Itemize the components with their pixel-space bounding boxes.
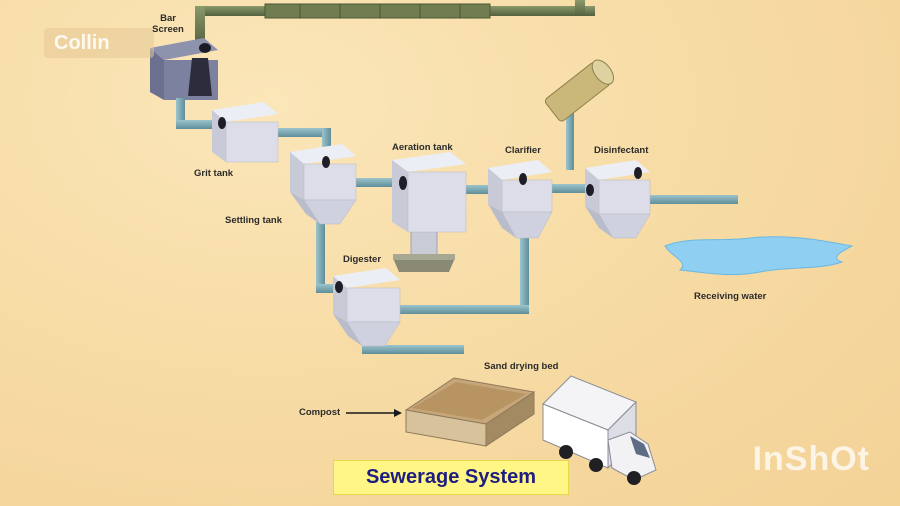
inflow-pipe xyxy=(195,0,595,46)
label-receiving-water: Receiving water xyxy=(694,291,767,302)
receiving-water xyxy=(664,236,854,276)
bar-screen-unit xyxy=(150,38,218,100)
label-settling-tank: Settling tank xyxy=(225,215,283,226)
label-disinfectant: Disinfectant xyxy=(594,145,649,156)
clarifier-tank xyxy=(488,160,553,239)
label-clarifier: Clarifier xyxy=(505,145,541,156)
truck-icon xyxy=(542,375,657,485)
label-sand-drying-bed: Sand drying bed xyxy=(484,361,559,372)
watermark-logo-top: Collin xyxy=(44,28,154,58)
chlorine-cylinder xyxy=(544,59,615,122)
caption-title: Sewerage System xyxy=(333,460,569,495)
disinfectant-tank xyxy=(585,160,651,239)
compost-arrow xyxy=(346,409,402,417)
label-compost: Compost xyxy=(299,407,341,418)
label-digester: Digester xyxy=(343,254,382,265)
label-bar-screen: Bar Screen xyxy=(152,13,184,35)
aeration-tank xyxy=(392,152,467,272)
watermark-brand: InShOt xyxy=(752,440,870,478)
digester-tank xyxy=(333,268,401,347)
settling-tank xyxy=(290,144,357,225)
process-pipes xyxy=(176,98,738,354)
label-grit-tank: Grit tank xyxy=(194,168,234,179)
sand-drying-bed xyxy=(404,377,536,447)
label-aeration-tank: Aeration tank xyxy=(392,142,453,153)
grit-tank xyxy=(212,102,279,163)
